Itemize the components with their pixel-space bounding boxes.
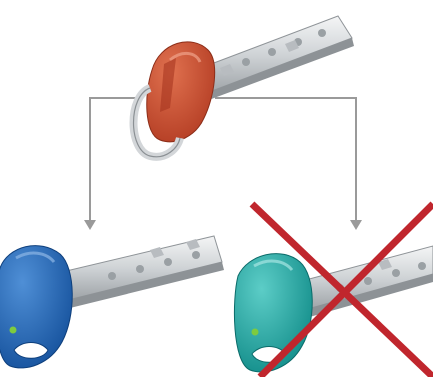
blue-key-led-icon <box>10 327 17 334</box>
original-key-head <box>134 42 215 157</box>
original-key <box>134 16 355 157</box>
teal-key-led-icon <box>252 329 259 336</box>
right-connector-line <box>215 98 356 222</box>
blue-key-blade <box>62 236 224 308</box>
teal-key-blade <box>298 246 433 318</box>
blue-key-copy <box>0 236 224 368</box>
teal-key-head <box>234 254 312 372</box>
right-arrowhead-icon <box>350 220 362 230</box>
left-arrowhead-icon <box>84 220 96 230</box>
original-key-blade <box>190 16 354 101</box>
blue-key-head <box>0 246 72 368</box>
